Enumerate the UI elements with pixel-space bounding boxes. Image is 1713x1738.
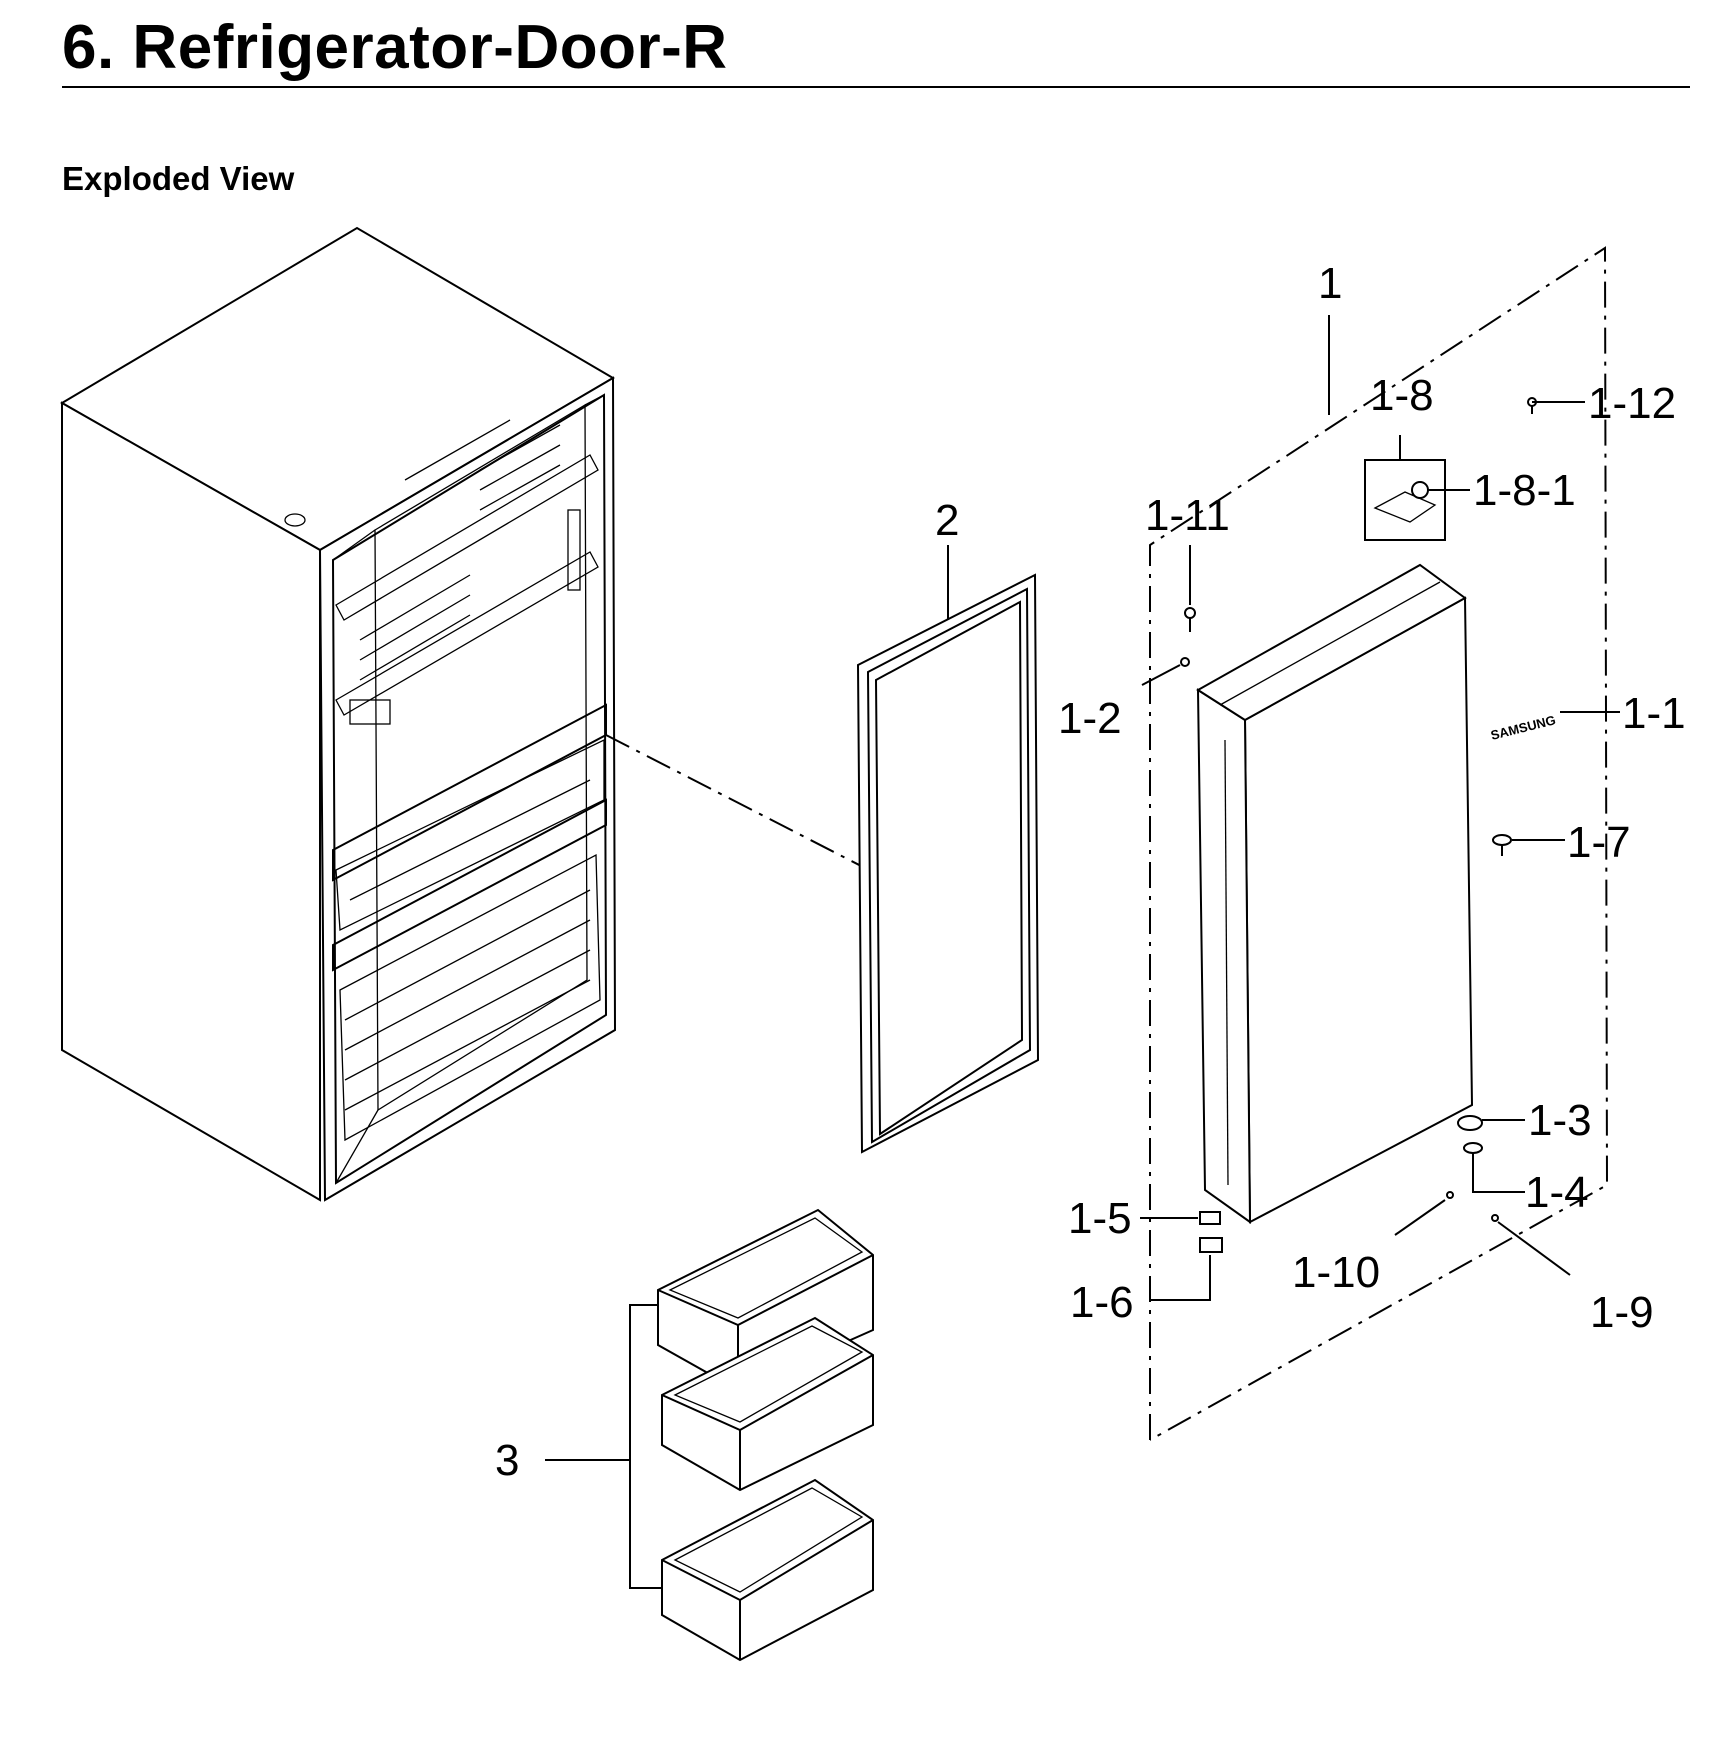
hinge-cover-box (1364, 459, 1446, 541)
screw-1-11 (1184, 607, 1196, 632)
refrigerator-cabinet (60, 226, 617, 1202)
title-rule (62, 86, 1690, 88)
callout-1-12: 1-12 (1588, 379, 1676, 428)
callout-2: 2 (935, 496, 959, 545)
callout-1: 1 (1318, 259, 1342, 308)
callout-1-4: 1-4 (1525, 1168, 1589, 1217)
callout-3: 3 (495, 1436, 519, 1485)
door-panel: SAMSUNG (1196, 563, 1557, 1224)
part-1-10 (1446, 1191, 1454, 1199)
door-gasket (856, 573, 1040, 1154)
callout-1-1: 1-1 (1622, 689, 1686, 738)
leader-lines (947, 315, 1620, 1301)
callout-1-10: 1-10 (1292, 1248, 1380, 1297)
stopper-1-6 (1199, 1237, 1223, 1253)
section-subtitle: Exploded View (62, 160, 295, 197)
callout-1-8: 1-8 (1370, 371, 1434, 420)
callout-1-8-1: 1-8-1 (1473, 466, 1576, 515)
hinge-washer-1-8-1 (1411, 481, 1429, 499)
screw-1-2 (1180, 657, 1190, 667)
door-assembly-outline (1149, 246, 1609, 1441)
bin-bracket (629, 1304, 662, 1589)
door-bin (661, 1316, 874, 1492)
callout-1-6: 1-6 (1070, 1278, 1134, 1327)
part-1-9 (1491, 1214, 1499, 1222)
page-title: 6. Refrigerator-Door-R (62, 13, 728, 82)
callout-1-7: 1-7 (1567, 818, 1631, 867)
screw-1-7 (1492, 834, 1512, 856)
cap-1-3 (1457, 1115, 1483, 1131)
stopper-1-5 (1199, 1211, 1221, 1225)
door-bin (661, 1478, 874, 1662)
callout-1-3: 1-3 (1528, 1096, 1592, 1145)
callout-1-5: 1-5 (1068, 1194, 1132, 1243)
bushing-1-4 (1463, 1142, 1483, 1154)
callout-1-9: 1-9 (1590, 1288, 1654, 1337)
screw-1-12 (1527, 397, 1537, 414)
hinge-cover-part (1373, 491, 1437, 523)
callout-1-2: 1-2 (1058, 694, 1122, 743)
samsung-logo: SAMSUNG (1489, 712, 1557, 743)
callout-1-11: 1-11 (1145, 491, 1230, 540)
